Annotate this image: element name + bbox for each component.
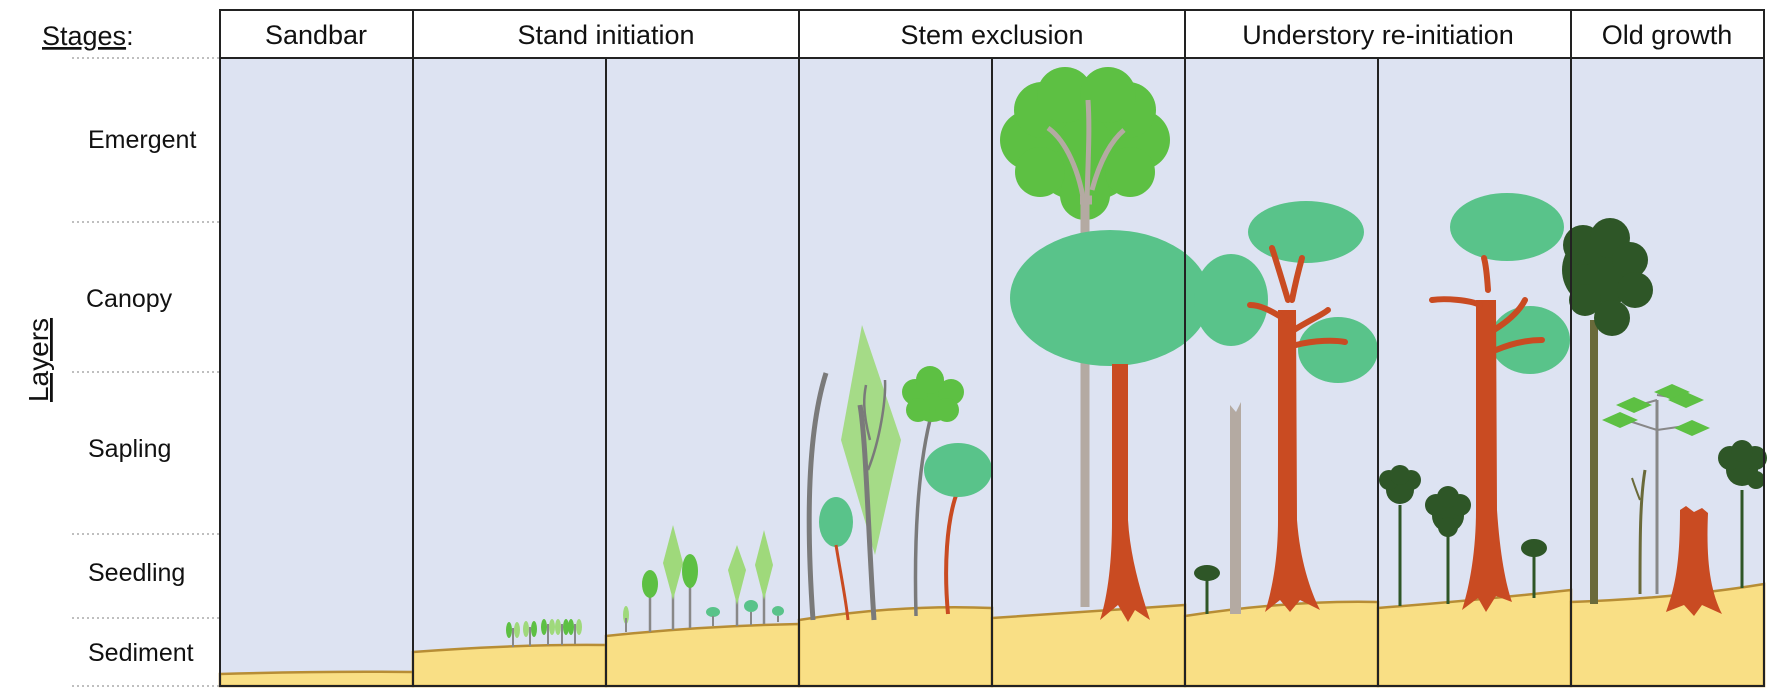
layer-label-sediment: Sediment — [88, 639, 194, 667]
top-canopy-crown — [1248, 201, 1364, 263]
teal-shrub — [819, 497, 853, 547]
snag — [1230, 402, 1241, 614]
sediment-sandbar — [220, 672, 413, 686]
stage-label-stem-exclusion: Stem exclusion — [900, 20, 1083, 50]
ground-shrub — [706, 607, 720, 617]
panel-bg-stand-initiation-2 — [606, 58, 799, 686]
layer-label-emergent: Emergent — [88, 126, 196, 154]
stage-label-understory-reinitiation: Understory re-initiation — [1242, 20, 1514, 50]
stage-label-old-growth: Old growth — [1602, 20, 1733, 50]
left-canopy-crown — [1194, 254, 1268, 346]
layers-axis-label: Layers — [23, 318, 54, 402]
stage-label-stand-initiation: Stand initiation — [517, 20, 694, 50]
panel-bg-stand-initiation-1 — [413, 58, 606, 686]
ground-shrub — [772, 606, 784, 616]
sediment-stand-2 — [606, 624, 799, 686]
stages-heading: Stages: — [42, 21, 134, 51]
layer-label-canopy: Canopy — [86, 285, 173, 313]
layer-label-sapling: Sapling — [88, 435, 171, 463]
sediment-stem-1 — [799, 607, 992, 686]
layer-label-seedling: Seedling — [88, 559, 185, 587]
canopy-teal-crown — [1010, 230, 1210, 366]
teal-crown — [924, 443, 992, 497]
right-canopy-crown — [1298, 317, 1378, 383]
panel-bg-sandbar — [220, 58, 413, 686]
sediment-stem-2 — [992, 605, 1185, 686]
sediment-understory-1 — [1185, 602, 1378, 686]
young-shrub — [682, 554, 698, 588]
sediment-stand-1 — [413, 645, 606, 686]
stage-label-sandbar: Sandbar — [265, 20, 367, 50]
ground-shrub — [744, 600, 758, 612]
panel-bg-stem-exclusion-1 — [799, 58, 992, 686]
top-canopy-crown — [1450, 193, 1564, 261]
young-shrub — [642, 570, 658, 598]
